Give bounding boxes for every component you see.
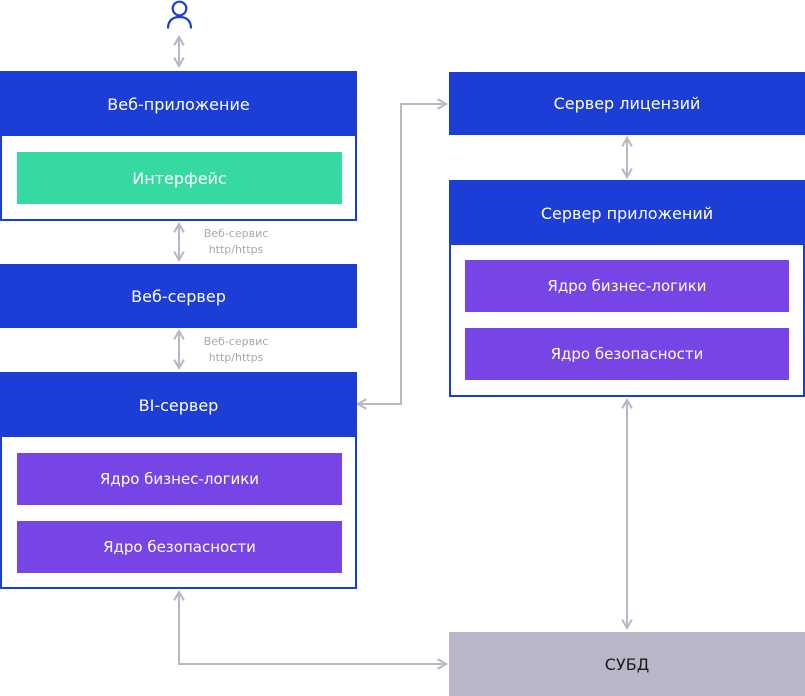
interface-block: Интерфейс <box>17 152 342 204</box>
connector-bi-dbms <box>173 589 449 670</box>
link-label-line: http/https <box>208 243 264 256</box>
app-server-title: Сервер приложений <box>451 182 803 245</box>
link-label-line: http/https <box>208 351 264 364</box>
connector-bi-license <box>355 98 449 410</box>
web-app-block: Веб-приложение Интерфейс <box>0 71 357 221</box>
user-icon <box>166 0 193 29</box>
bi-server-block: BI-сервер Ядро бизнес-логики Ядро безопа… <box>0 372 357 589</box>
dbms-block: СУБД <box>449 632 805 696</box>
license-server-block: Сервер лицензий <box>449 72 805 135</box>
web-app-title: Веб-приложение <box>2 73 355 136</box>
app-server-block: Сервер приложений Ядро бизнес-логики Ядр… <box>449 180 805 397</box>
bi-business-logic-core: Ядро бизнес-логики <box>17 453 342 505</box>
link-label-webapp-webserver: Веб-сервис http/https <box>196 226 276 258</box>
app-security-core: Ядро безопасности <box>465 328 789 380</box>
app-business-logic-core: Ядро бизнес-логики <box>465 260 789 312</box>
bi-server-title: BI-сервер <box>2 374 355 437</box>
bi-security-core: Ядро безопасности <box>17 521 342 573</box>
link-label-line: Веб-сервис <box>203 335 269 348</box>
link-label-webserver-bi: Веб-сервис http/https <box>196 334 276 366</box>
link-label-line: Веб-сервис <box>203 227 269 240</box>
web-server-block: Веб-сервер <box>0 264 357 328</box>
